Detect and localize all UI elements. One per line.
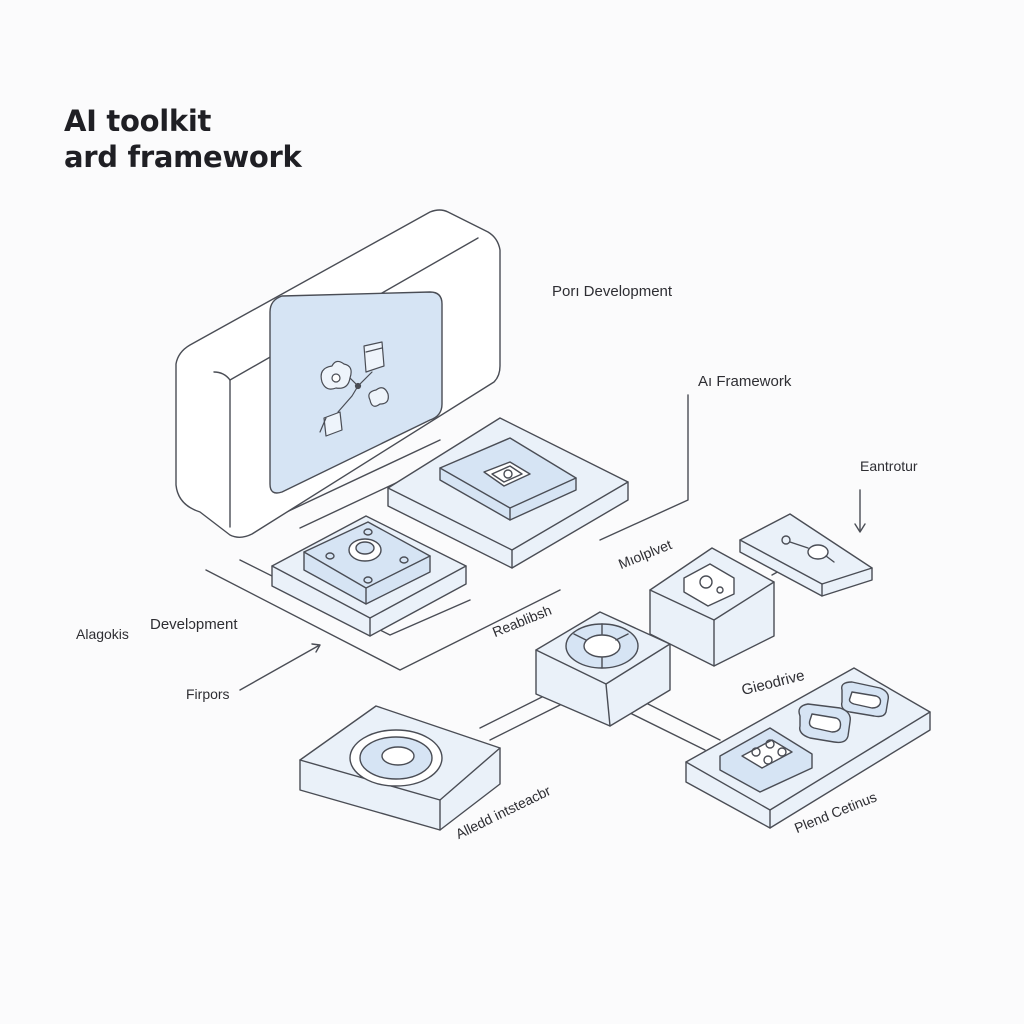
chip-module-top <box>387 417 629 569</box>
label-alagokis: Alagokis <box>76 626 129 642</box>
chip-cube <box>649 547 775 667</box>
gear-module <box>271 515 467 637</box>
label-eantrotur: Eantrotur <box>860 458 918 474</box>
label-development: Develɔpment <box>150 616 238 633</box>
sensor-tag-panel <box>739 513 873 597</box>
radar-cube <box>535 611 671 727</box>
monitor-icons <box>319 341 389 437</box>
diagram-title-line-1: AI toolkit <box>64 104 212 138</box>
label-ai-framework: Aı Framework <box>698 373 792 390</box>
label-top-development: Porı Development <box>552 283 673 300</box>
control-panel-tray <box>685 667 931 829</box>
label-firpors: Firpors <box>186 686 230 702</box>
disc-platform <box>299 705 501 831</box>
diagram-title-line-2: ard framework <box>64 140 302 174</box>
